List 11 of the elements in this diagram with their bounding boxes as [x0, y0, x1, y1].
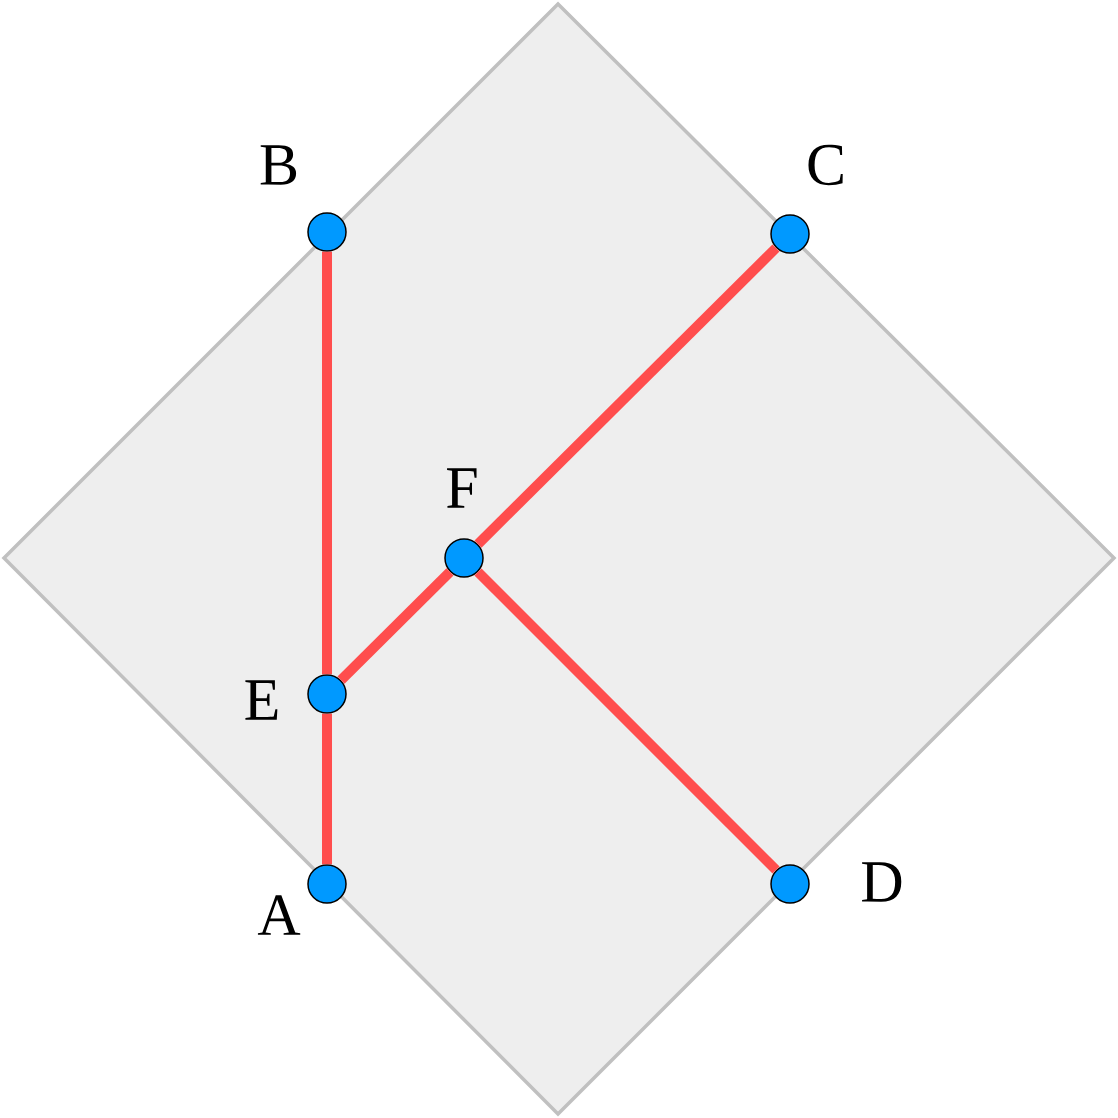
line-segment [474, 244, 780, 548]
line-segment [322, 713, 332, 865]
line-segment [474, 568, 780, 874]
point-label: E [245, 680, 278, 720]
line-segment [322, 251, 332, 675]
point-label: C [808, 144, 843, 186]
point-label: B [260, 145, 297, 185]
line-segment [337, 568, 454, 684]
point-label: A [257, 895, 301, 935]
point-label: F [447, 468, 477, 508]
point-label: D [862, 862, 902, 902]
